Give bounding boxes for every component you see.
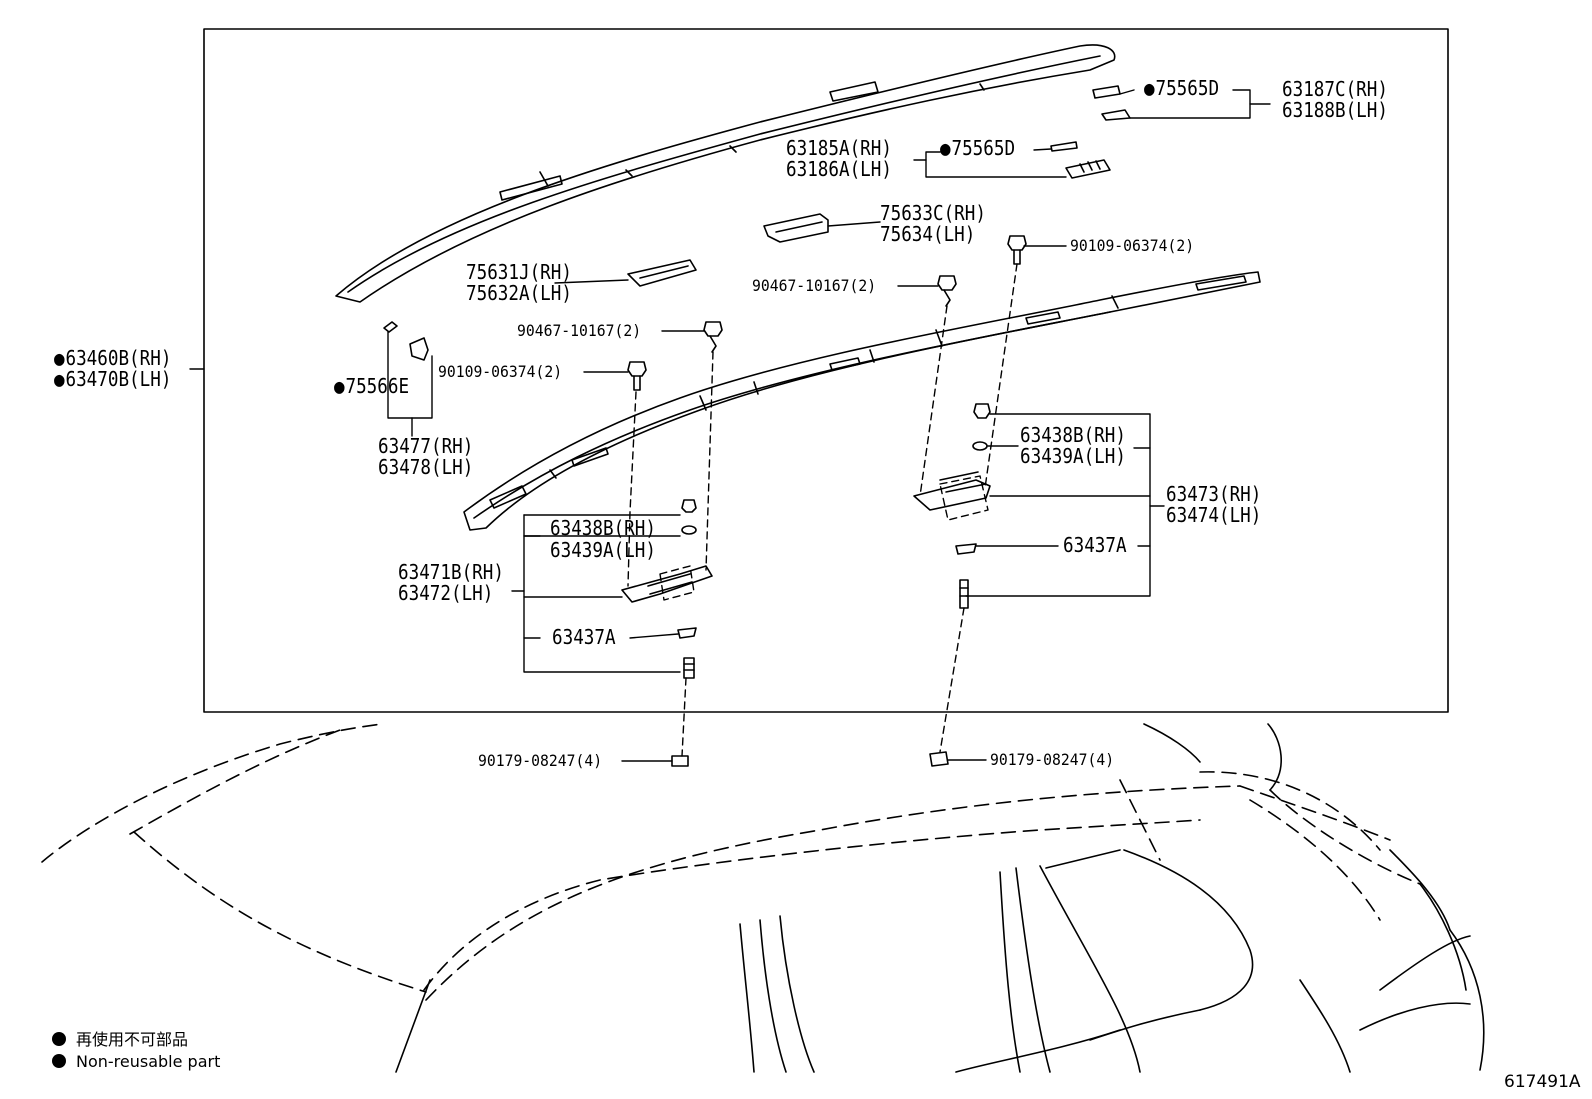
label-63478-lh: 63478(LH) xyxy=(378,455,474,479)
roof-rail-lower xyxy=(463,271,1261,531)
fasteners xyxy=(621,235,1027,767)
roof-rail-upper xyxy=(335,44,1116,303)
label-63474-lh: 63474(LH) xyxy=(1166,503,1262,527)
label-90467-right: 90467-10167(2) xyxy=(752,276,877,295)
label-63187C-rh: 63187C(RH) xyxy=(1282,77,1388,101)
label-90467-left: 90467-10167(2) xyxy=(517,321,642,340)
label-90179-left: 90179-08247(4) xyxy=(478,751,603,770)
legend-japanese: 再使用不可部品 xyxy=(52,1026,188,1050)
label-75634-lh: 75634(LH) xyxy=(880,222,976,246)
diagram-frame xyxy=(203,28,1449,713)
label-75633C-rh: 75633C(RH) xyxy=(880,201,986,225)
label-63438B-rh-left: 63438B(RH) xyxy=(550,516,656,540)
legend-jp-text: 再使用不可部品 xyxy=(76,1030,189,1049)
non-reusable-bullet-icon xyxy=(52,1032,66,1046)
label-63470-lh: 63470B(LH) xyxy=(54,369,171,390)
non-reusable-bullet-icon xyxy=(52,1054,66,1068)
label-63471B-rh: 63471B(RH) xyxy=(398,560,504,584)
label-75565D-middle: 75565D xyxy=(940,138,1015,159)
label-63438B-rh-right: 63438B(RH) xyxy=(1020,423,1126,447)
label-63437A-left: 63437A xyxy=(552,625,616,649)
label-63473-rh: 63473(RH) xyxy=(1166,482,1262,506)
label-63185A-rh: 63185A(RH) xyxy=(786,136,892,160)
label-63186A-lh: 63186A(LH) xyxy=(786,157,892,181)
vehicle-outline xyxy=(41,723,1485,1073)
legend-en-text: Non-reusable part xyxy=(76,1052,221,1071)
label-63439A-lh-right: 63439A(LH) xyxy=(1020,444,1126,468)
label-63477-rh: 63477(RH) xyxy=(378,434,474,458)
label-90109-left: 90109-06374(2) xyxy=(438,362,563,381)
parts-small xyxy=(383,85,1131,361)
dashed-assembly-lines xyxy=(627,263,1018,757)
label-63437A-right: 63437A xyxy=(1063,533,1127,557)
label-75566E: 75566E xyxy=(334,376,409,397)
label-75631J-rh: 75631J(RH) xyxy=(466,260,572,284)
label-63460-rh: 63460B(RH) xyxy=(54,348,171,369)
label-63439A-lh-left: 63439A(LH) xyxy=(550,538,656,562)
label-75632A-lh: 75632A(LH) xyxy=(466,281,572,305)
label-90109-right: 90109-06374(2) xyxy=(1070,236,1195,255)
label-90179-right: 90179-08247(4) xyxy=(990,750,1115,769)
label-75565D-upper: 75565D xyxy=(1144,78,1219,99)
figure-id: 617491A xyxy=(1504,1072,1581,1092)
label-63472-lh: 63472(LH) xyxy=(398,581,494,605)
label-63188B-lh: 63188B(LH) xyxy=(1282,98,1388,122)
leader-lines xyxy=(189,89,1271,762)
legend-english: Non-reusable part xyxy=(52,1052,220,1071)
